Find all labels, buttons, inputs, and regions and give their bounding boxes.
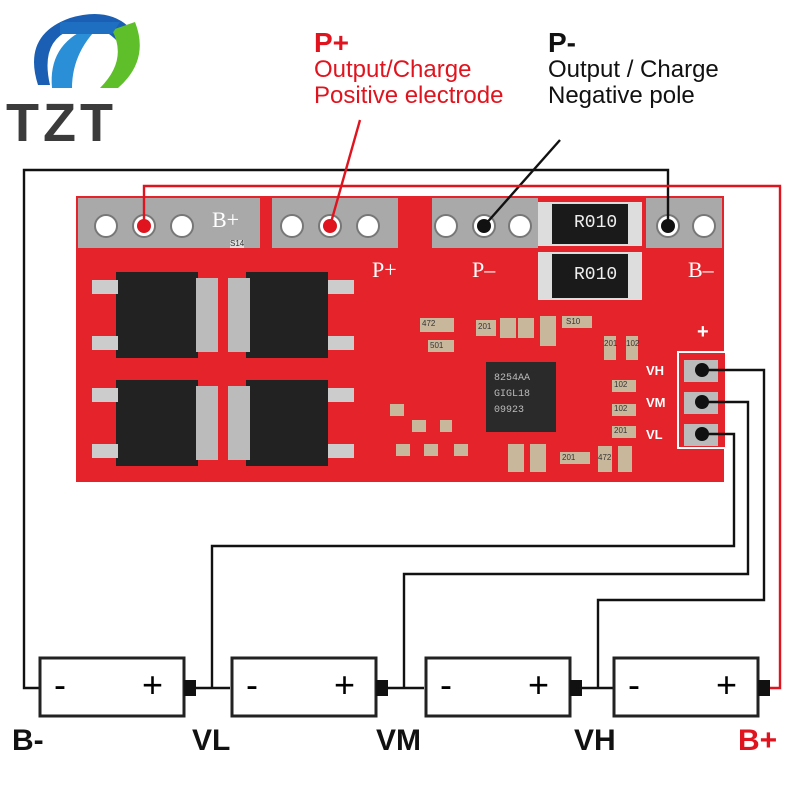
- p-plus-line2: Positive electrode: [314, 81, 504, 109]
- battery-3-minus: -: [440, 664, 452, 705]
- battery-4-plus: +: [716, 664, 738, 705]
- chip-line-2: GIGL18: [494, 389, 531, 400]
- smd-label: 102: [626, 339, 640, 348]
- smd-label: S14: [230, 239, 245, 249]
- p-minus-label: P- Output / Charge Negative pole: [548, 28, 719, 108]
- wires: [22, 119, 782, 690]
- smd-label: S10: [566, 317, 581, 326]
- battery-cells: [38, 656, 770, 718]
- smd-label: 472: [422, 319, 436, 328]
- smd-label: 472: [598, 453, 612, 462]
- battery-1-minus: -: [54, 664, 66, 705]
- pad-label-p-plus: P+: [372, 257, 397, 282]
- smd-label: 201: [478, 322, 492, 331]
- p-plus-line1: Output/Charge: [314, 56, 472, 84]
- p-plus-title: P+: [314, 27, 350, 58]
- battery-4-minus: -: [628, 664, 640, 705]
- p-minus-title: P-: [548, 27, 576, 58]
- smd-label: 102: [614, 380, 628, 389]
- wire-dots: [137, 219, 709, 441]
- shunt-label-1: R010: [574, 213, 618, 233]
- sense-label-vl: VL: [646, 427, 663, 442]
- battery-1-plus: +: [142, 664, 164, 705]
- p-plus-label: P+ Output/Charge Positive electrode: [314, 28, 503, 108]
- smd-label: 201: [614, 426, 628, 435]
- battery-2-plus: +: [334, 664, 356, 705]
- chip-line-1: 8254AA: [494, 373, 531, 384]
- label-vl: VL: [192, 724, 231, 757]
- battery-3-plus: +: [528, 664, 550, 705]
- label-b-plus: B+: [738, 724, 778, 757]
- smd-label: 201: [562, 453, 576, 462]
- logo-text: TZT: [6, 93, 117, 153]
- chip-line-3: 09923: [494, 405, 525, 416]
- mosfets: [92, 272, 354, 466]
- p-minus-line2: Negative pole: [548, 81, 695, 109]
- battery-2-minus: -: [246, 664, 258, 705]
- shunt-label-2: R010: [574, 265, 618, 285]
- smd-label: 201: [604, 339, 618, 348]
- sense-label-vh: VH: [646, 363, 665, 378]
- label-b-minus: B-: [12, 724, 44, 757]
- protection-ic: [486, 362, 556, 432]
- pad-label-b-plus: B+: [212, 207, 240, 232]
- label-vm: VM: [376, 724, 421, 757]
- p-minus-line1: Output / Charge: [548, 56, 719, 84]
- label-vh: VH: [574, 724, 616, 757]
- pad-label-p-minus: P–: [472, 257, 496, 282]
- smd-label: 102: [614, 404, 628, 413]
- tzt-logo-mark: [34, 14, 140, 88]
- pad-label-b-minus: B–: [688, 257, 714, 282]
- sense-label-vm: VM: [646, 395, 666, 410]
- smd-label: 501: [430, 341, 444, 350]
- sense-plus-mark: +: [697, 321, 709, 343]
